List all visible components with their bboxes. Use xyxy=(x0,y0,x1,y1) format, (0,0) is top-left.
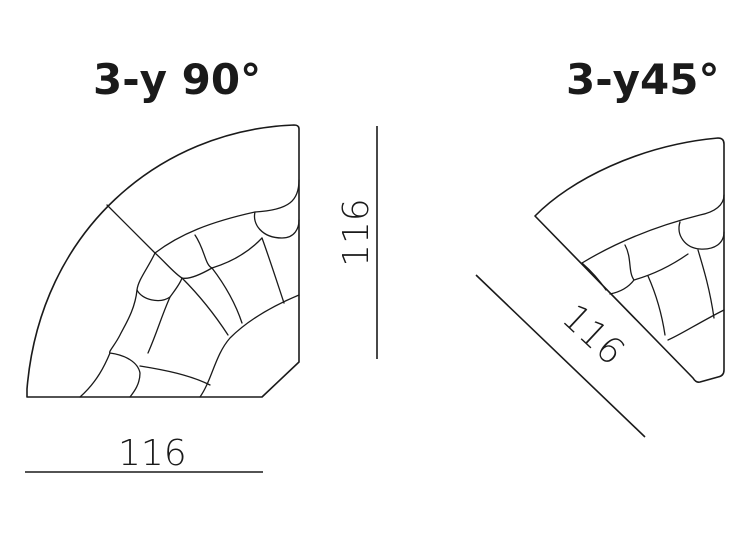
cushion-row-2-corner-90 xyxy=(194,234,263,269)
seat-seam-a-corner-90 xyxy=(261,237,285,304)
cushion-row-1-corner-45 xyxy=(678,221,725,250)
sofa-outline-corner-45 xyxy=(534,137,725,383)
cushion-row-1-corner-90 xyxy=(253,211,300,239)
seat-seam-d-corner-90 xyxy=(147,296,171,354)
back-seam-1-corner-90 xyxy=(106,204,156,254)
cushion-row-2-corner-45 xyxy=(624,244,689,281)
seat-seam-b-corner-45 xyxy=(647,275,666,336)
module-title-corner-45: 3-y45° xyxy=(566,55,719,104)
back-inner-edge-corner-90 xyxy=(154,179,300,254)
dimension-depth-corner-90: 116 xyxy=(336,126,378,359)
cushion-row-3-corner-45 xyxy=(581,262,607,291)
dimension-label-depth: 116 xyxy=(336,198,377,267)
seat-seam-a-corner-45 xyxy=(697,249,715,319)
cushion-row-4-corner-90 xyxy=(136,252,183,302)
cushion-row-3-corner-90 xyxy=(154,252,213,279)
dimension-label-width: 116 xyxy=(118,433,187,474)
seat-pad-mid-corner-90 xyxy=(139,365,211,386)
module-title-corner-90: 3-y 90° xyxy=(93,55,261,104)
dimension-line-diagonal xyxy=(475,274,646,438)
seat-seam-c-corner-90 xyxy=(181,277,229,336)
seat-seam-c-corner-45 xyxy=(609,279,635,295)
seat-pad-bottom-corner-90 xyxy=(79,352,111,398)
module-corner-45: 3-y45° xyxy=(534,55,725,383)
dimension-width-corner-90: 116 xyxy=(25,433,263,474)
seat-front-edge-corner-45 xyxy=(667,309,725,341)
dimension-diagonal-corner-45: 116 xyxy=(475,274,646,438)
seat-front-edge-corner-90 xyxy=(199,294,300,398)
module-corner-90: 3-y 90° xyxy=(26,55,300,398)
seat-seam-b-corner-90 xyxy=(211,267,243,324)
back-inner-edge-corner-45 xyxy=(581,194,725,264)
seat-pad-left-corner-90 xyxy=(109,289,141,398)
sofa-outline-corner-90 xyxy=(26,124,300,398)
